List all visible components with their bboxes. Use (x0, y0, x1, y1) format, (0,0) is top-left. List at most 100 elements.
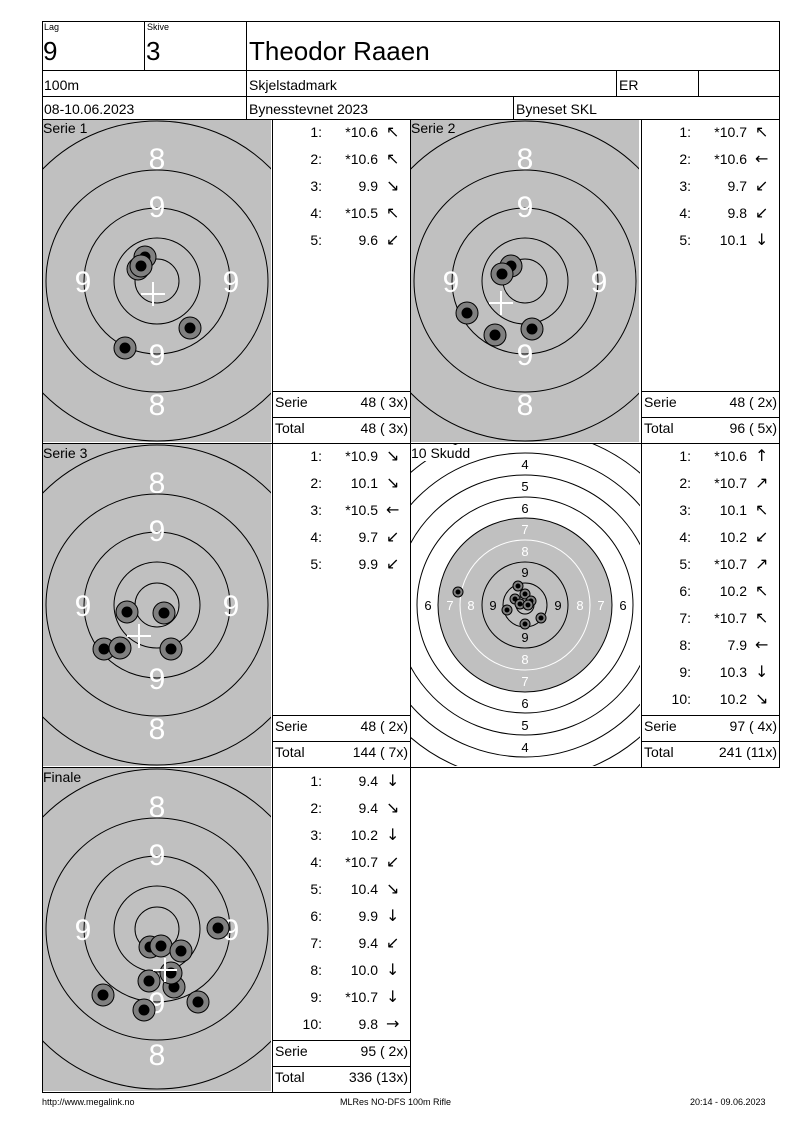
class: ER (619, 77, 639, 93)
ring-number: 8 (517, 389, 534, 422)
direction-arrow-icon: ↙ (386, 554, 400, 573)
shot-number: 2: (310, 475, 322, 491)
direction-arrow-icon: ↙ (386, 933, 400, 952)
total-label: Total (275, 1069, 305, 1085)
direction-arrow-icon: ← (755, 635, 769, 654)
direction-arrow-icon: ↘ (386, 798, 400, 817)
shot-number: 2: (679, 151, 691, 167)
shot-number: 1: (310, 124, 322, 140)
serie-label: Serie (644, 718, 677, 734)
shot-number: 6: (679, 583, 691, 599)
shot-number: 1: (310, 448, 322, 464)
shot-number: 3: (310, 178, 322, 194)
shot-holes (92, 600, 183, 661)
shot-score: 10.2 (350, 827, 378, 843)
shot-number: 2: (310, 151, 322, 167)
shot-row: 7:*10.7↖ (641, 608, 779, 628)
total-label: Total (275, 744, 305, 760)
ring-number: 9 (591, 266, 608, 299)
ring-number: 9 (75, 590, 92, 623)
direction-arrow-icon: ↙ (755, 203, 769, 222)
shot-row: 2:*10.7↗ (641, 473, 779, 493)
shot-score: 7.9 (727, 637, 747, 653)
serie-label: Serie (644, 394, 677, 410)
shot-score: 10.4 (350, 881, 378, 897)
ring-number: 8 (149, 389, 166, 422)
direction-arrow-icon: ↖ (386, 149, 400, 168)
shot-row: 1:*10.7↖ (641, 122, 779, 142)
ring-number: 9 (443, 266, 460, 299)
direction-arrow-icon: ↘ (386, 473, 400, 492)
direction-arrow-icon: ↗ (755, 554, 769, 573)
shot-score: 9.9 (358, 556, 378, 572)
shot-row: 4:*10.5↖ (272, 203, 410, 223)
shot-score: *10.6 (714, 448, 747, 464)
ring-number: 6 (521, 696, 528, 711)
ring-number: 6 (424, 598, 431, 613)
shot-number: 5: (310, 881, 322, 897)
shot-number: 2: (310, 800, 322, 816)
shot-row: 2: 9.4 ↘ (272, 798, 410, 818)
footer-program: MLRes NO-DFS 100m Rifle (340, 1097, 452, 1107)
shot-number: 4: (310, 854, 322, 870)
total-label: Total (644, 744, 674, 760)
skudd-title: 10 Skudd (411, 445, 471, 461)
direction-arrow-icon: ↖ (755, 500, 769, 519)
shot-score: 10.2 (719, 529, 747, 545)
lag-value: 9 (43, 36, 58, 66)
direction-arrow-icon: ↓ (755, 230, 769, 249)
shot-number: 1: (679, 448, 691, 464)
direction-arrow-icon: ↙ (386, 230, 400, 249)
direction-arrow-icon: ↑ (755, 446, 769, 465)
shot-number: 8: (310, 962, 322, 978)
direction-arrow-icon: ↗ (755, 473, 769, 492)
ring-number: 7 (521, 522, 528, 537)
ring-number: 5 (521, 718, 528, 733)
target-10-skudd: 4 5 6 7 8 9 9 8 7 6 5 4 6 7 8 9 9 8 7 6 (411, 444, 640, 766)
shot-row: 1:9.4↓ (272, 771, 410, 791)
shot-row: 1:*10.6↖ (272, 122, 410, 142)
shot-row: 4:9.8↙ (641, 203, 779, 223)
shot-number: 6: (310, 908, 322, 924)
shot-number: 8: (679, 637, 691, 653)
ring-number: 9 (75, 914, 92, 947)
footer-link[interactable]: http://www.megalink.no (42, 1097, 135, 1107)
ring-number: 8 (149, 713, 166, 746)
shot-score: 9.4 (358, 800, 378, 816)
serie-label: Serie (275, 1043, 308, 1059)
direction-arrow-icon: ↘ (386, 879, 400, 898)
shot-number: 4: (679, 205, 691, 221)
total-label: Total (275, 420, 305, 436)
ring-number: 8 (517, 143, 534, 176)
direction-arrow-icon: ↘ (755, 689, 769, 708)
shot-row: 2:10.1↘ (272, 473, 410, 493)
direction-arrow-icon: ↘ (386, 446, 400, 465)
shot-number: 10: (302, 1016, 322, 1032)
shot-row: 1: *10.9 ↘ (272, 446, 410, 466)
direction-arrow-icon: ← (755, 149, 769, 168)
shot-row: 8: 7.9 ← (641, 635, 779, 655)
shot-row: 5: 10.4 ↘ (272, 879, 410, 899)
serie-value: 48 ( 2x) (360, 718, 408, 734)
ring-number: 9 (75, 266, 92, 299)
shot-row: 3:*10.5← (272, 500, 410, 520)
ring-number: 4 (521, 457, 528, 472)
event: Bynesstevnet 2023 (249, 101, 369, 117)
shot-row: 4:10.2↙ (641, 527, 779, 547)
finale-title: Finale (43, 769, 82, 785)
ring-number: 8 (149, 467, 166, 500)
shooter-name: Theodor Raaen (249, 36, 430, 66)
ring-number: 9 (149, 663, 166, 696)
shot-row: 5:9.9↙ (272, 554, 410, 574)
shot-row: 4:*10.7↙ (272, 852, 410, 872)
ring-number: 6 (619, 598, 626, 613)
shot-score: 10.1 (719, 502, 747, 518)
shot-holes (113, 245, 202, 360)
shot-score: *10.9 (345, 448, 378, 464)
shot-holes (91, 916, 230, 1022)
shot-row: 9:*10.7↓ (272, 987, 410, 1007)
ring-number: 9 (489, 598, 496, 613)
shot-row: 5:10.1↓ (641, 230, 779, 250)
target-serie-2: 8 9 9 9 9 8 (411, 120, 639, 442)
serie-value: 48 ( 3x) (360, 394, 408, 410)
